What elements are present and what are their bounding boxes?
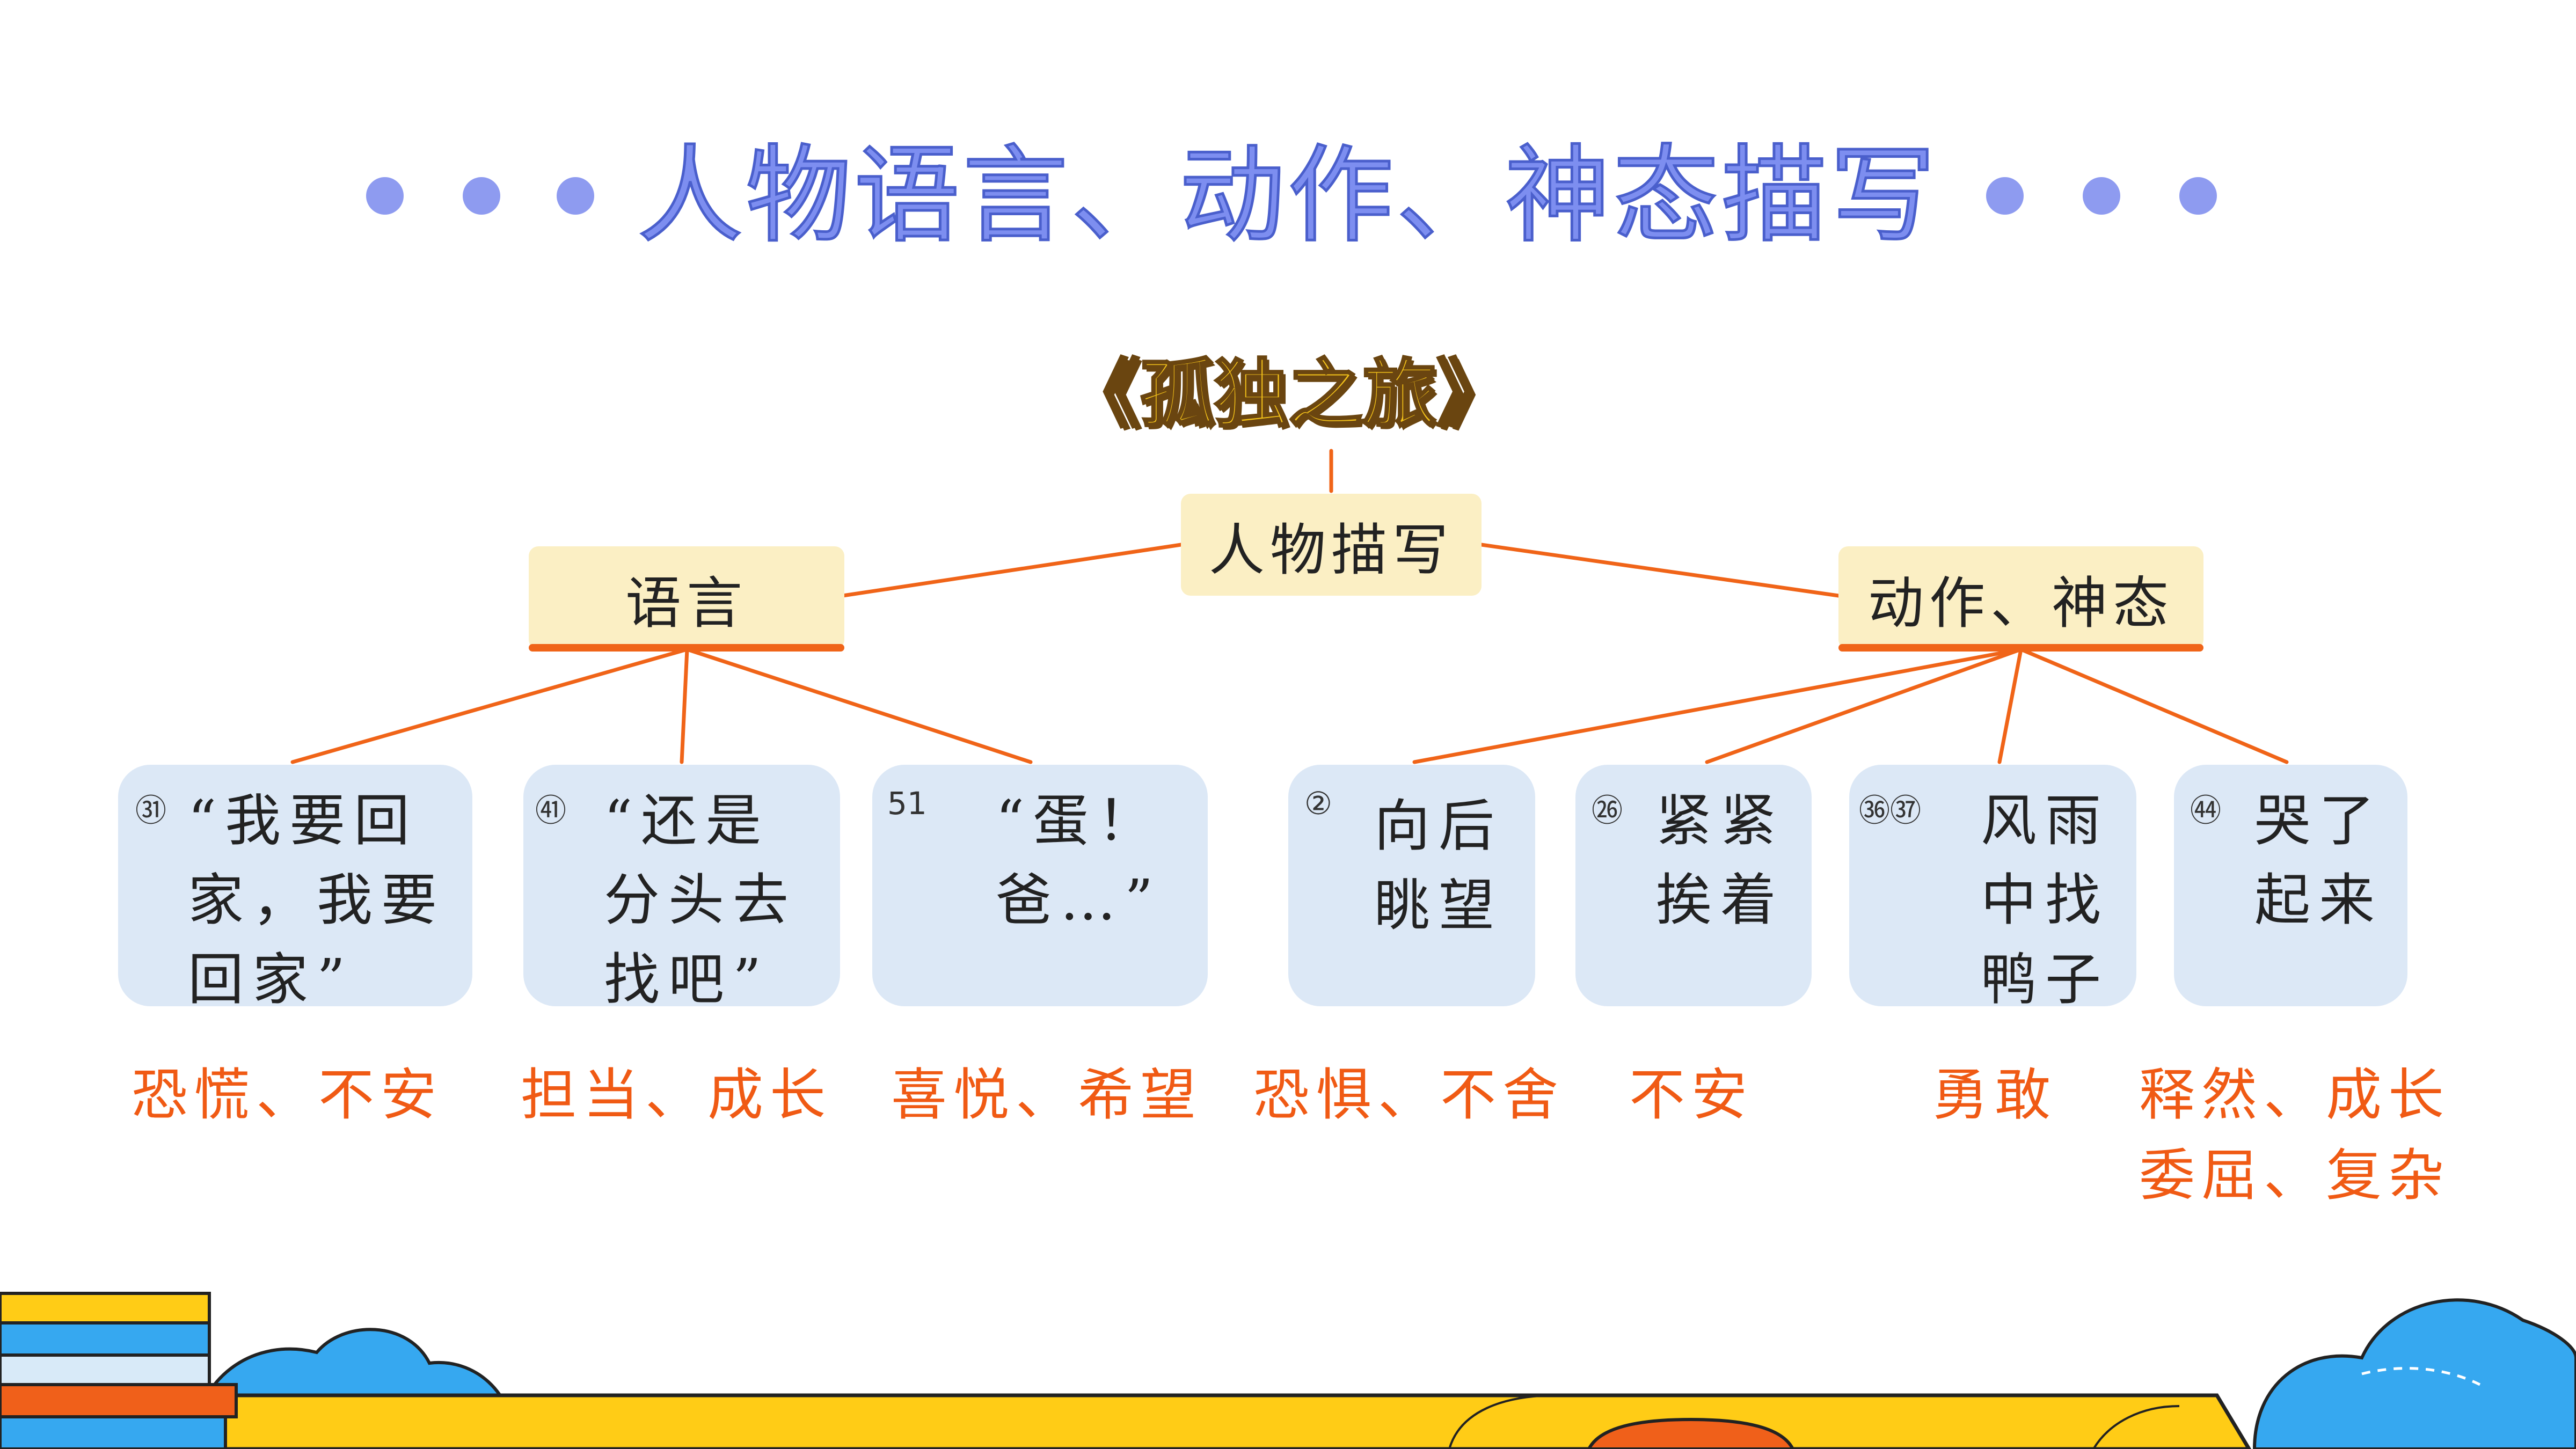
leaf-number-2: ㊶	[535, 792, 567, 829]
orange-object	[1587, 1417, 1795, 1449]
branch-language-underline	[529, 644, 844, 652]
cloud-right	[2252, 1298, 2576, 1449]
leaf-card-6: ㊱㊲ 风雨 中找 鸭子	[1849, 765, 2136, 1012]
book-1-pages	[0, 1353, 211, 1386]
leaf-card-7: ㊹ 哭了 起来	[2174, 765, 2407, 1006]
book-3	[0, 1415, 227, 1449]
branch-language: 语言	[529, 546, 844, 649]
feeling-3: 喜悦、希望	[891, 1062, 1203, 1128]
desk-surface	[132, 1393, 2252, 1449]
feeling-5: 不安	[1629, 1062, 1754, 1128]
branch-action: 动作、神态	[1838, 546, 2203, 649]
connector-language-leaf3	[685, 647, 1033, 764]
branch-action-underline	[1838, 644, 2203, 652]
feeling-1: 恐慌、不安	[132, 1062, 443, 1128]
branch-action-label: 动作、神态	[1867, 570, 2174, 636]
desk-arc-2	[2092, 1405, 2180, 1449]
leaf-number-3: 51	[887, 785, 927, 822]
connector-action-leaf7	[2019, 647, 2289, 764]
connector-action-leaf6	[1997, 647, 2023, 764]
book-1-spine	[0, 1321, 211, 1357]
leaf-text-4: 向后 眺望	[1374, 793, 1504, 938]
leaf-text-7: 哭了 起来	[2254, 788, 2384, 933]
root-node: 人物描写	[1181, 494, 1482, 596]
book-2	[0, 1383, 238, 1418]
book-title: 《孤独之旅》	[1065, 350, 1512, 438]
connector-action-leaf5	[1705, 647, 2023, 764]
decor-dot-right-2	[2083, 177, 2120, 215]
feeling-4: 恐惧、不舍	[1253, 1062, 1565, 1128]
leaf-card-4: ② 向后 眺望	[1288, 765, 1535, 1006]
decor-dot-right-1	[1986, 177, 2024, 215]
feeling-7: 释然、成长 委屈、复杂	[2139, 1062, 2451, 1208]
feeling-2: 担当、成长	[521, 1062, 833, 1128]
leaf-number-5: ㉖	[1592, 792, 1623, 829]
connector-language-leaf2	[680, 647, 689, 764]
feeling-6: 勇敢	[1932, 1062, 2057, 1128]
leaf-text-5: 紧紧 挨着	[1656, 788, 1785, 933]
cloud-right-detail	[2361, 1367, 2481, 1386]
leaf-card-2: ㊶ “还是 分头去 找吧”	[523, 765, 840, 1012]
leaf-text-2: “还是 分头去 找吧”	[604, 788, 798, 1012]
connector-language-leaf1	[290, 647, 689, 764]
leaf-number-7: ㊹	[2190, 792, 2222, 829]
leaf-card-1: ㉛ “我要回 家，我要 回家”	[118, 765, 472, 1012]
connector-root-action	[1479, 543, 1841, 598]
leaf-number-6: ㊱㊲	[1859, 792, 1922, 829]
desk-arc-1	[1448, 1394, 1557, 1449]
root-label: 人物描写	[1208, 517, 1454, 583]
leaf-text-1: “我要回 家，我要 回家”	[188, 788, 446, 1012]
branch-language-label: 语言	[625, 570, 748, 636]
leaf-number-1: ㉛	[135, 792, 167, 829]
book-1-cover	[0, 1292, 211, 1324]
leaf-text-6: 风雨 中找 鸭子	[1981, 788, 2110, 1012]
connector-root-language	[841, 543, 1183, 598]
decor-dot-left-2	[463, 177, 500, 215]
leaf-text-3: “蛋！ 爸…”	[996, 788, 1162, 933]
page-title: 人物语言、动作、神态描写	[636, 134, 1939, 259]
decor-dot-left-1	[366, 177, 404, 215]
leaf-card-5: ㉖ 紧紧 挨着	[1575, 765, 1812, 1006]
bottom-decoration	[0, 1292, 2576, 1449]
connector-action-leaf4	[1412, 647, 2023, 764]
leaf-number-4: ②	[1304, 785, 1332, 822]
leaf-card-3: 51 “蛋！ 爸…”	[872, 765, 1208, 1006]
decor-dot-right-3	[2179, 177, 2217, 215]
decor-dot-left-3	[557, 177, 594, 215]
